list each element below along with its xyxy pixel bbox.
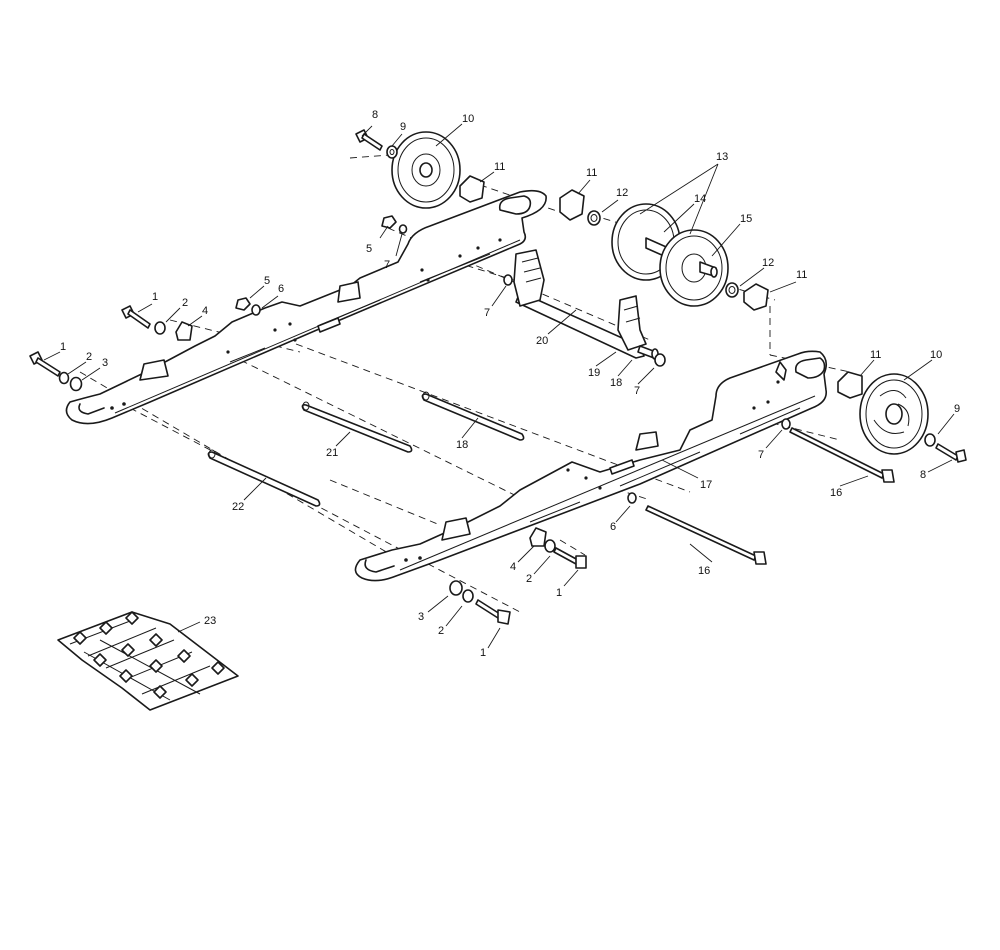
callout-6-upper: 6 xyxy=(278,283,284,295)
callout-20: 20 xyxy=(536,335,548,347)
upper-slide-rail xyxy=(65,189,547,425)
track-clip-kit xyxy=(57,611,239,711)
callout-5-upper: 5 xyxy=(366,243,372,255)
callout-16-lower: 16 xyxy=(698,565,710,577)
center-shaft-assembly xyxy=(513,249,659,360)
callout-1-upper: 1 xyxy=(152,291,158,303)
cross-shaft-21 xyxy=(301,401,413,453)
callout-2-bottom: 2 xyxy=(438,625,444,637)
callout-18-shaft: 18 xyxy=(456,439,468,451)
callout-3-left: 3 xyxy=(102,357,108,369)
bushing-lower-right xyxy=(837,371,863,399)
callout-4-upper: 4 xyxy=(202,305,208,317)
callout-11-lower-right: 11 xyxy=(870,349,881,361)
callout-22: 22 xyxy=(232,501,244,513)
callout-7-center: 7 xyxy=(484,307,490,319)
callout-7-lower-right: 7 xyxy=(758,449,764,461)
lower-slide-rail xyxy=(354,350,828,582)
callout-16-upper: 16 xyxy=(830,487,842,499)
callout-9-lower: 9 xyxy=(954,403,960,415)
bushing-center-left xyxy=(559,189,585,221)
callout-1-lower: 1 xyxy=(556,587,562,599)
callout-8-lower: 8 xyxy=(920,469,926,481)
callout-11-upper-left: 11 xyxy=(494,161,505,173)
callout-labels: 8 9 10 11 11 12 13 14 15 12 11 5 7 5 6 1… xyxy=(60,109,960,659)
callout-10-lower: 10 xyxy=(930,349,942,361)
callout-13: 13 xyxy=(716,151,728,163)
idler-wheel-upper xyxy=(391,131,461,209)
callout-12-upper: 12 xyxy=(616,187,628,199)
callout-14: 14 xyxy=(694,193,706,205)
cross-shaft-22 xyxy=(207,449,321,507)
callout-2-upper: 2 xyxy=(182,297,188,309)
callout-15: 15 xyxy=(740,213,752,225)
hardware xyxy=(29,129,967,625)
callout-11-right: 11 xyxy=(796,269,807,281)
callout-7-right: 7 xyxy=(634,385,640,397)
callout-1-bottom: 1 xyxy=(480,647,486,659)
callout-7-upper: 7 xyxy=(384,259,390,271)
callout-4-lower: 4 xyxy=(510,561,516,573)
idler-wheel-lower xyxy=(859,373,929,455)
callout-3-bottom: 3 xyxy=(418,611,424,623)
callout-12-lower: 12 xyxy=(762,257,774,269)
callout-1-left: 1 xyxy=(60,341,66,353)
callout-19: 19 xyxy=(588,367,600,379)
callout-6-lower: 6 xyxy=(610,521,616,533)
dual-wheel-assembly xyxy=(611,203,729,307)
callout-5-lower: 5 xyxy=(264,275,270,287)
callout-2-left: 2 xyxy=(86,351,92,363)
callout-10-upper: 10 xyxy=(462,113,474,125)
callout-2-lower: 2 xyxy=(526,573,532,585)
callout-18-bracket: 18 xyxy=(610,377,622,389)
bushing-center-right xyxy=(743,283,769,311)
bushing-upper-left xyxy=(459,175,485,203)
callout-11-center: 11 xyxy=(586,167,597,179)
callout-17: 17 xyxy=(700,479,712,491)
callout-21: 21 xyxy=(326,447,338,459)
callout-8-upper: 8 xyxy=(372,109,378,121)
callout-9-upper: 9 xyxy=(400,121,406,133)
cross-shaft-18 xyxy=(421,391,525,441)
callout-leaders xyxy=(43,123,955,649)
callout-23: 23 xyxy=(204,615,216,627)
